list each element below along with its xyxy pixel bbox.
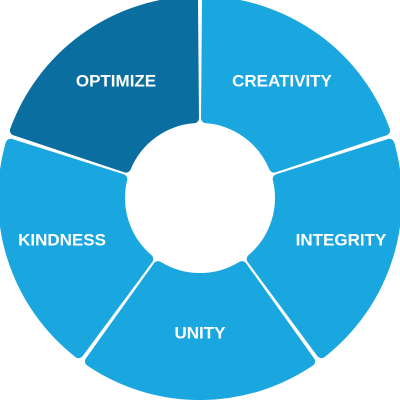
segment-creativity (201, 0, 391, 173)
segment-label-kindness: KINDNESS (18, 231, 106, 250)
segment-integrity (246, 138, 400, 359)
segment-optimize (9, 0, 199, 173)
segment-kindness (0, 138, 154, 359)
segment-label-creativity: CREATIVITY (232, 72, 332, 91)
segment-label-integrity: INTEGRITY (296, 231, 387, 250)
segment-unity (84, 261, 316, 400)
segment-label-unity: UNITY (175, 324, 227, 343)
segment-label-optimize: OPTIMIZE (76, 72, 156, 91)
